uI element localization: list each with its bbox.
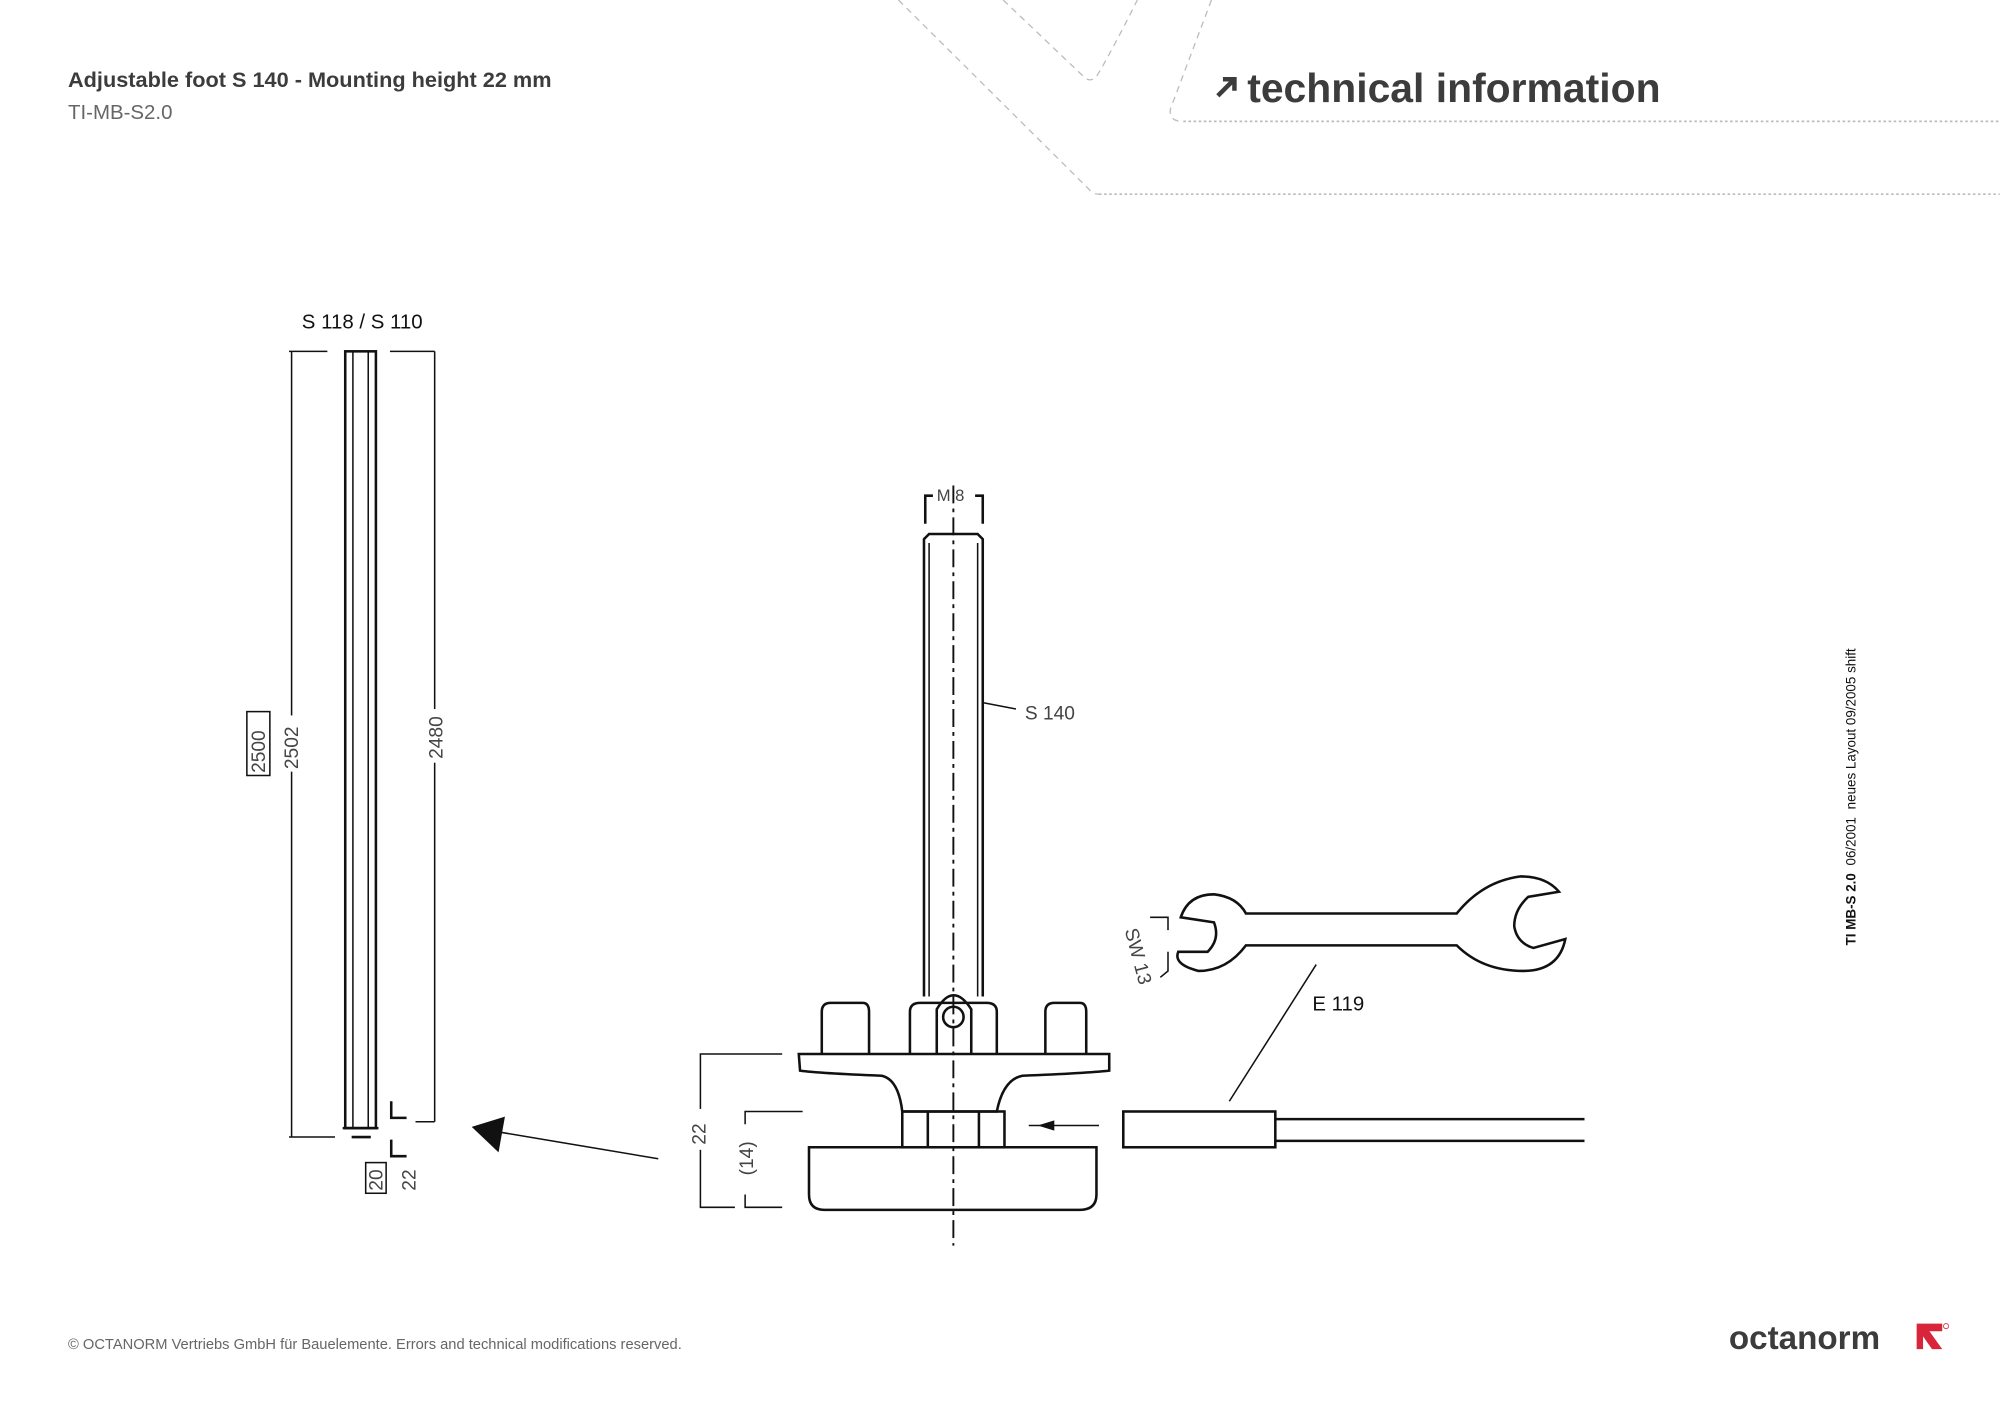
dimension-2500: 2500 xyxy=(249,730,270,773)
side-note-date: 06/2001 xyxy=(1843,817,1858,865)
document-code: TI-MB-S2.0 xyxy=(68,101,172,124)
profile-label: S 118 / S 110 xyxy=(302,310,423,333)
logo-mark-icon xyxy=(1916,1323,1943,1350)
copyright-text: © OCTANORM Vertriebs GmbH für Bauelement… xyxy=(68,1337,682,1353)
tool-e119-drawing: E 119 xyxy=(1122,964,1585,1149)
height-22-label: 22 xyxy=(690,1123,711,1144)
stem-label: S 140 xyxy=(1025,703,1075,724)
dimension-2480: 2480 xyxy=(426,716,447,759)
section-title: technical information xyxy=(1247,65,1660,111)
wrench-drawing: SW 13 xyxy=(1120,875,1567,987)
decorative-frame xyxy=(897,0,2000,196)
arrow-up-right-icon xyxy=(1216,76,1237,98)
wrench-size-label: SW 13 xyxy=(1120,926,1155,987)
octanorm-logo: octanorm xyxy=(1729,1320,1949,1357)
tool-label: E 119 xyxy=(1312,993,1364,1016)
profile-drawing: S 118 / S 110 2500 2502 2480 20 22 xyxy=(246,310,447,1195)
logo-text: octanorm xyxy=(1729,1320,1880,1357)
side-note-code: TI MB-S 2.0 xyxy=(1843,873,1858,945)
dimension-20: 20 xyxy=(366,1169,387,1190)
thread-label: M 8 xyxy=(937,486,965,505)
height-14-label: (14) xyxy=(737,1141,758,1175)
adjustable-foot-drawing: M 8 S 140 22 (14) xyxy=(687,485,1111,1246)
page-title: Adjustable foot S 140 - Mounting height … xyxy=(68,67,552,92)
pointer-arrow-icon xyxy=(471,1116,659,1160)
dimension-22-bottom: 22 xyxy=(400,1169,421,1190)
side-note: TI MB-S 2.0 06/2001 neues Layout 09/2005 s… xyxy=(1843,648,1858,945)
side-note-layout: neues Layout 09/2005 shift xyxy=(1843,648,1858,809)
dimension-2502: 2502 xyxy=(282,726,303,769)
